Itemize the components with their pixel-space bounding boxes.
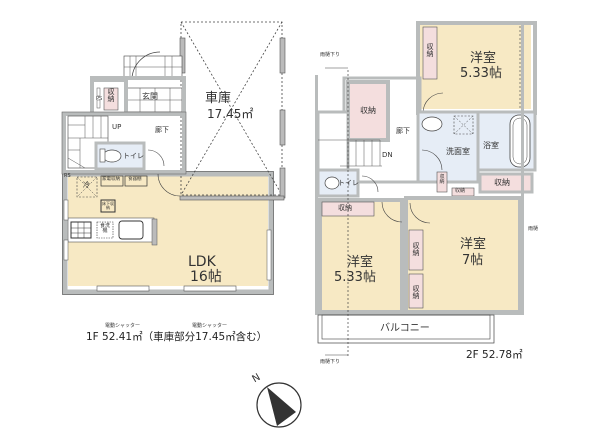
storage-small2-label: 収納 <box>455 188 466 194</box>
floor1-summary: 1F 52.41㎡（車庫部分17.45㎡含む） <box>86 331 268 343</box>
up-label: UP <box>112 123 122 131</box>
storage-small1-label: 収納 <box>439 174 445 185</box>
rain-pipe-top-label: 雨樋下り <box>320 52 341 58</box>
floor2-summary: 2F 52.78㎡ <box>466 349 523 361</box>
storage-bath-label: 収納 <box>494 178 510 187</box>
ldk-size: 16帖 <box>190 269 222 285</box>
entrance-label: 玄関 <box>142 92 158 101</box>
hall-1f-label: 廊下 <box>155 126 169 134</box>
fridge-label: 冷 <box>83 181 90 189</box>
garage-area: 17.45㎡ <box>207 107 254 121</box>
room-ne-size: 5.33帖 <box>460 66 502 81</box>
room-se-size: 7帖 <box>462 253 484 268</box>
rs-label: RS <box>64 173 71 179</box>
pantry2-label: 食器棚 <box>128 177 142 182</box>
hall-2f-label: 廊下 <box>396 127 410 135</box>
balcony-label: バルコニー <box>380 323 430 334</box>
washroom-label: 洗面室 <box>446 147 470 156</box>
dishwasher-label: 食洗機 <box>99 223 110 234</box>
pantry1-label: 家電収納 <box>102 177 120 182</box>
storage-1f-label: 収納 <box>107 88 115 103</box>
storage-se1-label: 収納 <box>412 242 420 257</box>
shutter2-label: 電動シャッター <box>192 323 228 329</box>
storage-ne-label: 収納 <box>426 43 434 58</box>
dn-label: DN <box>382 151 393 159</box>
storage-center-label: 収納 <box>360 106 376 115</box>
shutter1-label: 電動シャッター <box>105 323 141 329</box>
ldk-label: LDK <box>188 254 216 270</box>
toilet-2f-label: トイレ <box>338 179 359 187</box>
room-sw-label: 洋室 <box>347 255 374 270</box>
storage-se2-label: 収納 <box>412 285 420 300</box>
rain-pipe-bottom-label: 雨樋下り <box>320 359 341 365</box>
rain-pipe-right-label: 雨樋 <box>528 226 539 232</box>
bathroom-label: 浴室 <box>483 141 499 150</box>
room-sw-size: 5.33帖 <box>334 270 376 285</box>
room-ne-label: 洋室 <box>470 51 497 66</box>
ps-label: PS <box>96 96 103 102</box>
toilet-1f-label: トイレ <box>123 152 144 160</box>
garage-label: 車庫 <box>205 91 232 106</box>
room-se-label: 洋室 <box>460 237 487 252</box>
storage-sw-label: 収納 <box>338 204 352 212</box>
underfloor-label: 床下収納 <box>102 201 114 210</box>
